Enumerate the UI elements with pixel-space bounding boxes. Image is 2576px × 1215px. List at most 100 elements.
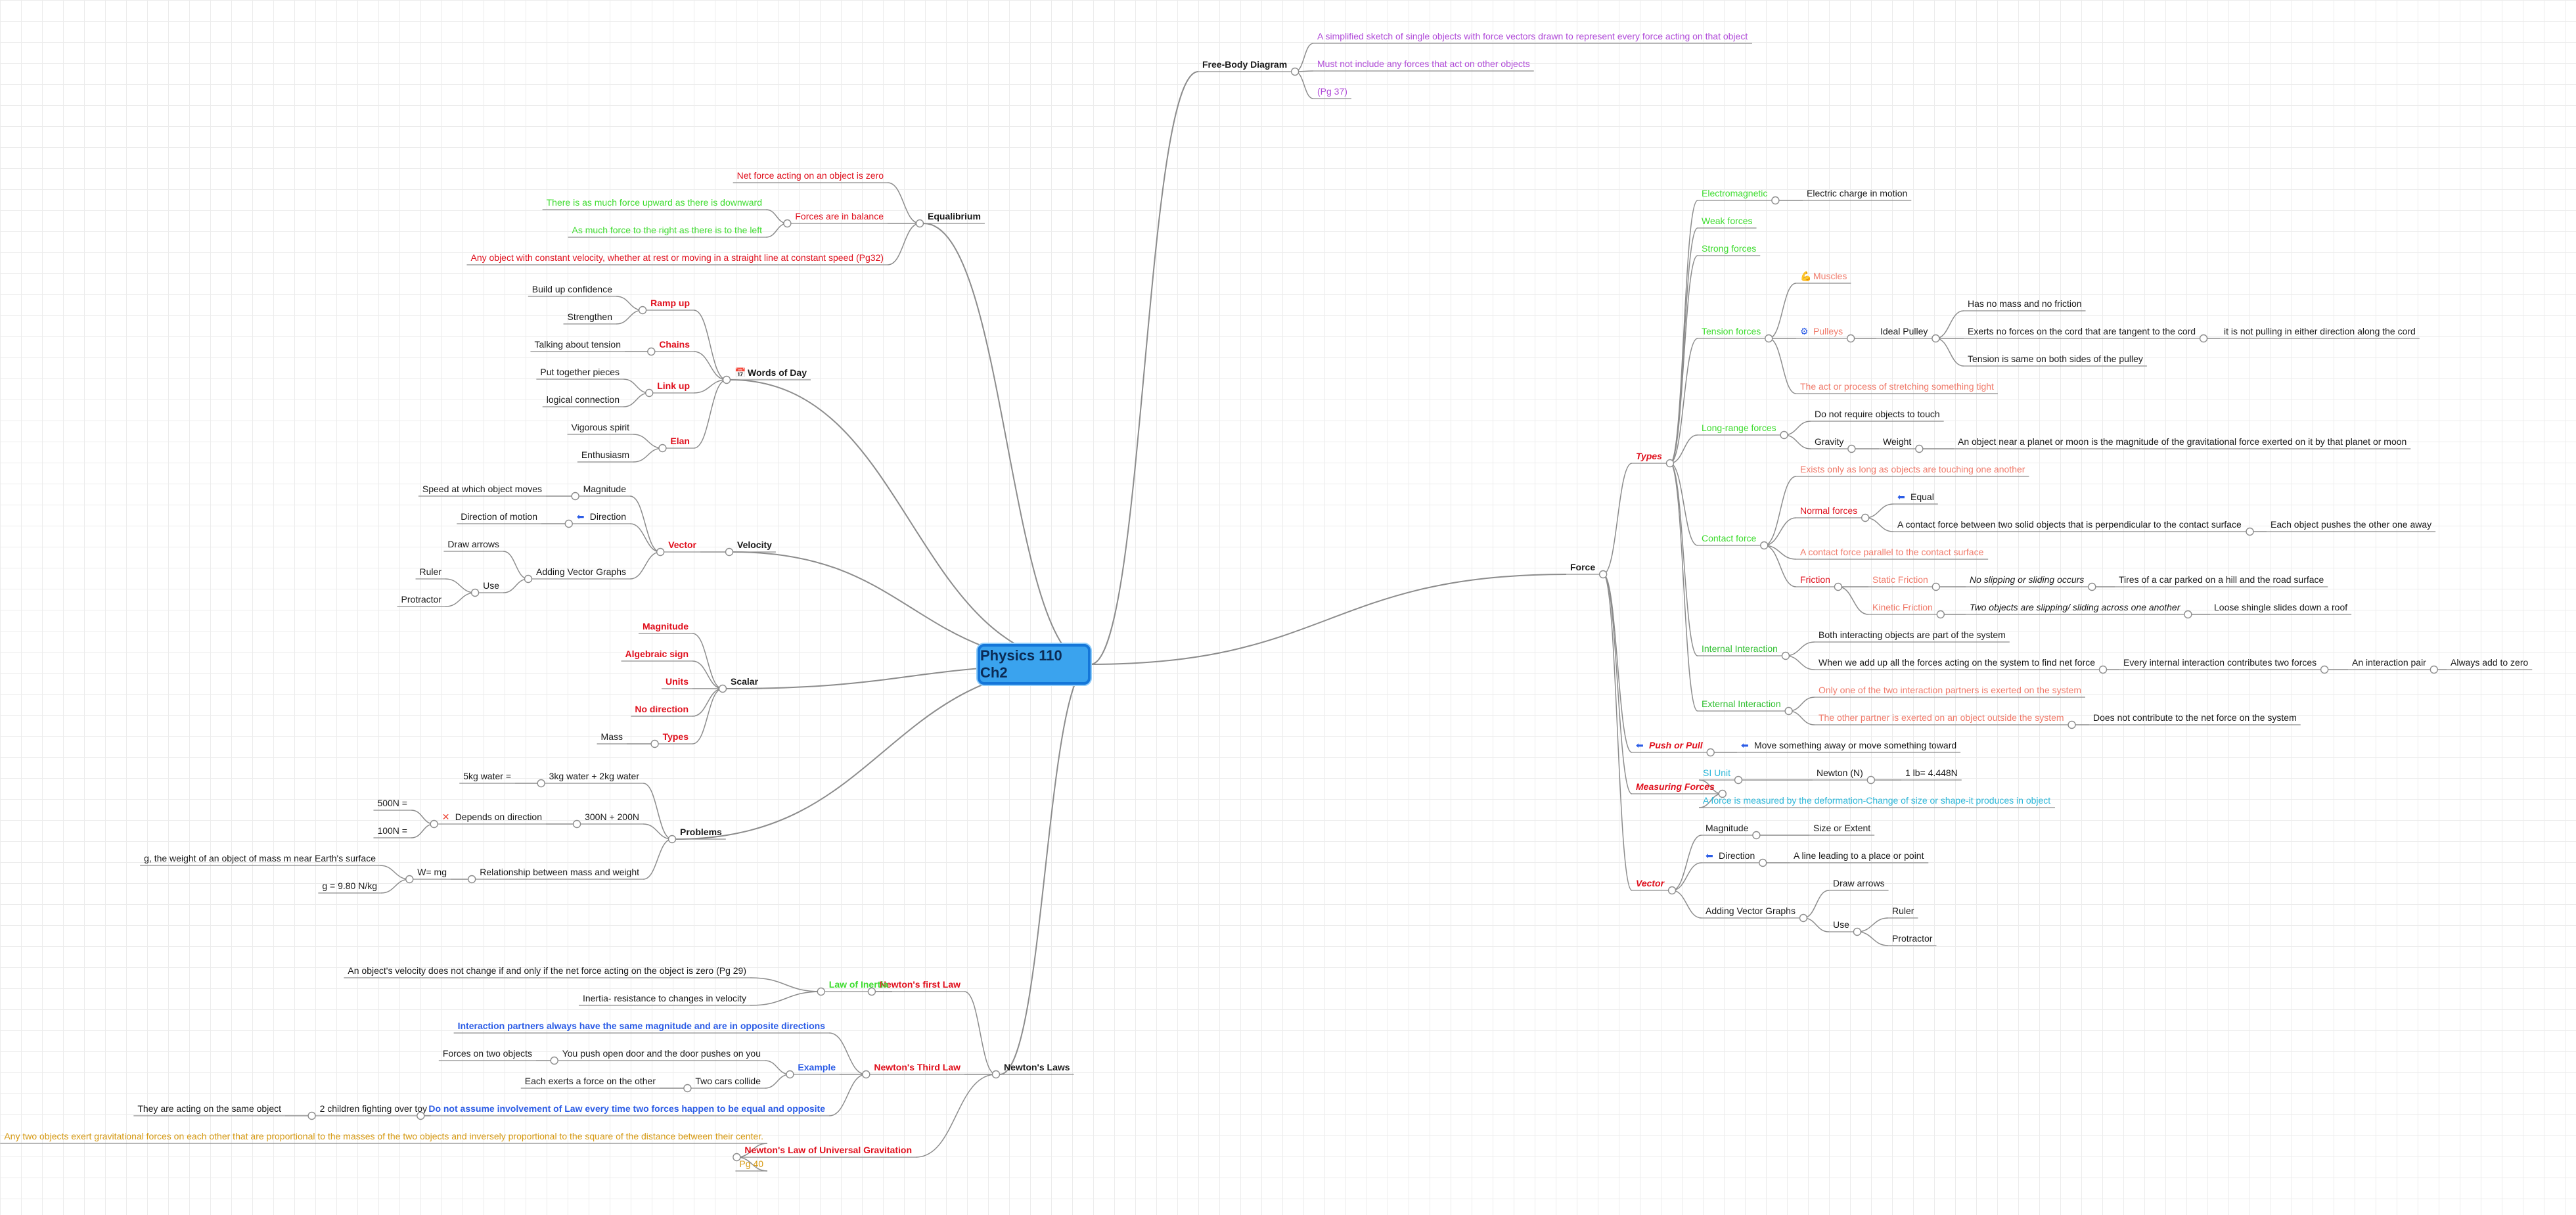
node-eq2[interactable]: Forces are in balance	[795, 211, 884, 221]
node-gravity[interactable]: Gravity	[1815, 436, 1843, 447]
node-elan1[interactable]: Vigorous spirit	[572, 422, 630, 432]
node-fbd1[interactable]: A simplified sketch of single objects wi…	[1317, 31, 1748, 41]
node-nl3ex1[interactable]: You push open door and the door pushes o…	[562, 1048, 761, 1059]
node-p1[interactable]: 3kg water + 2kg water	[549, 771, 640, 781]
collapse-toggle[interactable]	[1665, 459, 1675, 468]
node-meas[interactable]: Measuring Forces	[1636, 781, 1715, 792]
collapse-toggle[interactable]	[733, 1153, 741, 1162]
node-p2b[interactable]: 500N =	[377, 798, 407, 808]
collapse-toggle[interactable]	[1706, 748, 1715, 757]
collapse-toggle[interactable]	[991, 1070, 1001, 1079]
collapse-toggle[interactable]	[1846, 334, 1855, 343]
collapse-toggle[interactable]	[915, 219, 924, 228]
collapse-toggle[interactable]	[1290, 67, 1299, 76]
node-stypes[interactable]: Types	[663, 731, 689, 742]
node-fbd3[interactable]: (Pg 37)	[1317, 86, 1347, 97]
node-ramp1[interactable]: Build up confidence	[532, 284, 612, 294]
node-p3b[interactable]: g, the weight of an object of mass m nea…	[144, 853, 376, 863]
collapse-toggle[interactable]	[550, 1056, 558, 1065]
collapse-toggle[interactable]	[817, 987, 825, 996]
node-vdir[interactable]: Direction	[590, 511, 626, 522]
node-chains[interactable]: Chains	[659, 339, 690, 350]
node-fbd2[interactable]: Must not include any forces that act on …	[1317, 58, 1530, 69]
node-salg[interactable]: Algebraic sign	[625, 649, 689, 659]
collapse-toggle[interactable]	[2199, 334, 2208, 343]
collapse-toggle[interactable]	[564, 519, 573, 528]
node-p3[interactable]: Relationship between mass and weight	[480, 867, 639, 877]
collapse-toggle[interactable]	[1915, 444, 1924, 453]
node-snodir[interactable]: No direction	[635, 704, 689, 714]
node-internal[interactable]: Internal Interaction	[1702, 643, 1778, 654]
node-p2c[interactable]: 100N =	[377, 825, 407, 836]
node-int2b[interactable]: An interaction pair	[2352, 657, 2426, 668]
node-nl3ex[interactable]: Example	[798, 1062, 836, 1072]
node-p1a[interactable]: 5kg water =	[463, 771, 511, 781]
collapse-toggle[interactable]	[467, 875, 476, 884]
node-vmag1[interactable]: Speed at which object moves	[422, 484, 542, 494]
node-meas2[interactable]: A force is measured by the deformation-C…	[1703, 795, 2050, 806]
node-int1[interactable]: Both interacting objects are part of the…	[1819, 630, 2006, 640]
node-elan[interactable]: Elan	[670, 436, 690, 446]
collapse-toggle[interactable]	[430, 819, 438, 829]
node-p3c[interactable]: g = 9.80 N/kg	[322, 881, 377, 891]
node-vel[interactable]: Velocity	[737, 539, 772, 550]
node-vuse[interactable]: Use	[483, 580, 499, 591]
node-nl3c[interactable]: 2 children fighting over toy	[320, 1103, 427, 1114]
node-nl3ex2a[interactable]: Each exerts a force on the other	[525, 1076, 656, 1086]
node-force[interactable]: Force	[1570, 562, 1595, 572]
node-ideal2a[interactable]: it is not pulling in either direction al…	[2224, 326, 2416, 336]
collapse-toggle[interactable]	[862, 1070, 870, 1079]
node-vadd[interactable]: Adding Vector Graphs	[536, 566, 626, 577]
node-ramp2[interactable]: Strengthen	[568, 311, 613, 322]
node-em1[interactable]: Electric charge in motion	[1807, 188, 1907, 198]
node-kinetic1[interactable]: Two objects are slipping/ sliding across…	[1970, 602, 2181, 612]
collapse-toggle[interactable]	[658, 444, 667, 453]
node-fadd[interactable]: Adding Vector Graphs	[1706, 906, 1796, 916]
collapse-toggle[interactable]	[2429, 665, 2439, 674]
node-contact[interactable]: Contact force	[1702, 533, 1756, 543]
node-int2a[interactable]: Every internal interaction contributes t…	[2123, 657, 2316, 668]
node-nl1a[interactable]: Law of Inertia	[829, 979, 888, 990]
node-friction[interactable]: Friction	[1800, 574, 1830, 585]
node-int2[interactable]: When we add up all the forces acting on …	[1819, 657, 2095, 668]
collapse-toggle[interactable]	[1847, 444, 1856, 453]
node-link1[interactable]: Put together pieces	[540, 367, 620, 377]
node-sunits[interactable]: Units	[666, 676, 689, 687]
node-fbd[interactable]: Free-Body Diagram	[1202, 59, 1287, 70]
collapse-toggle[interactable]	[1734, 775, 1743, 785]
collapse-toggle[interactable]	[1936, 610, 1945, 619]
node-ext2a[interactable]: Does not contribute to the net force on …	[2093, 712, 2297, 723]
collapse-toggle[interactable]	[1834, 582, 1843, 591]
collapse-toggle[interactable]	[1598, 570, 1608, 579]
collapse-toggle[interactable]	[2184, 610, 2192, 619]
node-em[interactable]: Electromagnetic	[1702, 188, 1767, 198]
node-vprot[interactable]: Protractor	[401, 594, 442, 605]
node-kinetic[interactable]: Kinetic Friction	[1872, 602, 1933, 612]
collapse-toggle[interactable]	[1799, 913, 1808, 923]
collapse-toggle[interactable]	[783, 219, 792, 228]
collapse-toggle[interactable]	[537, 779, 545, 788]
collapse-toggle[interactable]	[1853, 927, 1862, 936]
collapse-toggle[interactable]	[470, 588, 480, 597]
collapse-toggle[interactable]	[1861, 513, 1870, 522]
node-fmag1[interactable]: Size or Extent	[1813, 823, 1870, 833]
node-ideal3[interactable]: Tension is same on both sides of the pul…	[1968, 354, 2143, 364]
node-external[interactable]: External Interaction	[1702, 699, 1781, 709]
node-push1[interactable]: Move something away or move something to…	[1754, 740, 1956, 750]
node-fdir[interactable]: Direction	[1719, 850, 1755, 861]
node-int2c[interactable]: Always add to zero	[2451, 657, 2528, 668]
collapse-toggle[interactable]	[786, 1070, 794, 1079]
node-fvec[interactable]: Vector	[1636, 878, 1665, 888]
node-contact1[interactable]: Exists only as long as objects are touch…	[1800, 464, 2025, 474]
collapse-toggle[interactable]	[722, 375, 731, 384]
collapse-toggle[interactable]	[1718, 789, 1727, 798]
node-p2[interactable]: 300N + 200N	[585, 812, 639, 822]
node-pulleys[interactable]: Pulleys	[1813, 326, 1843, 336]
collapse-toggle[interactable]	[524, 574, 533, 584]
node-smass[interactable]: Mass	[601, 731, 623, 742]
node-nl1[interactable]: Newton's first Law	[880, 979, 960, 990]
node-tension[interactable]: Tension forces	[1702, 326, 1761, 336]
node-eq2a[interactable]: There is as much force upward as there i…	[547, 197, 762, 208]
node-fadd1[interactable]: Draw arrows	[1833, 878, 1885, 888]
node-wod[interactable]: Words of Day	[748, 367, 807, 378]
